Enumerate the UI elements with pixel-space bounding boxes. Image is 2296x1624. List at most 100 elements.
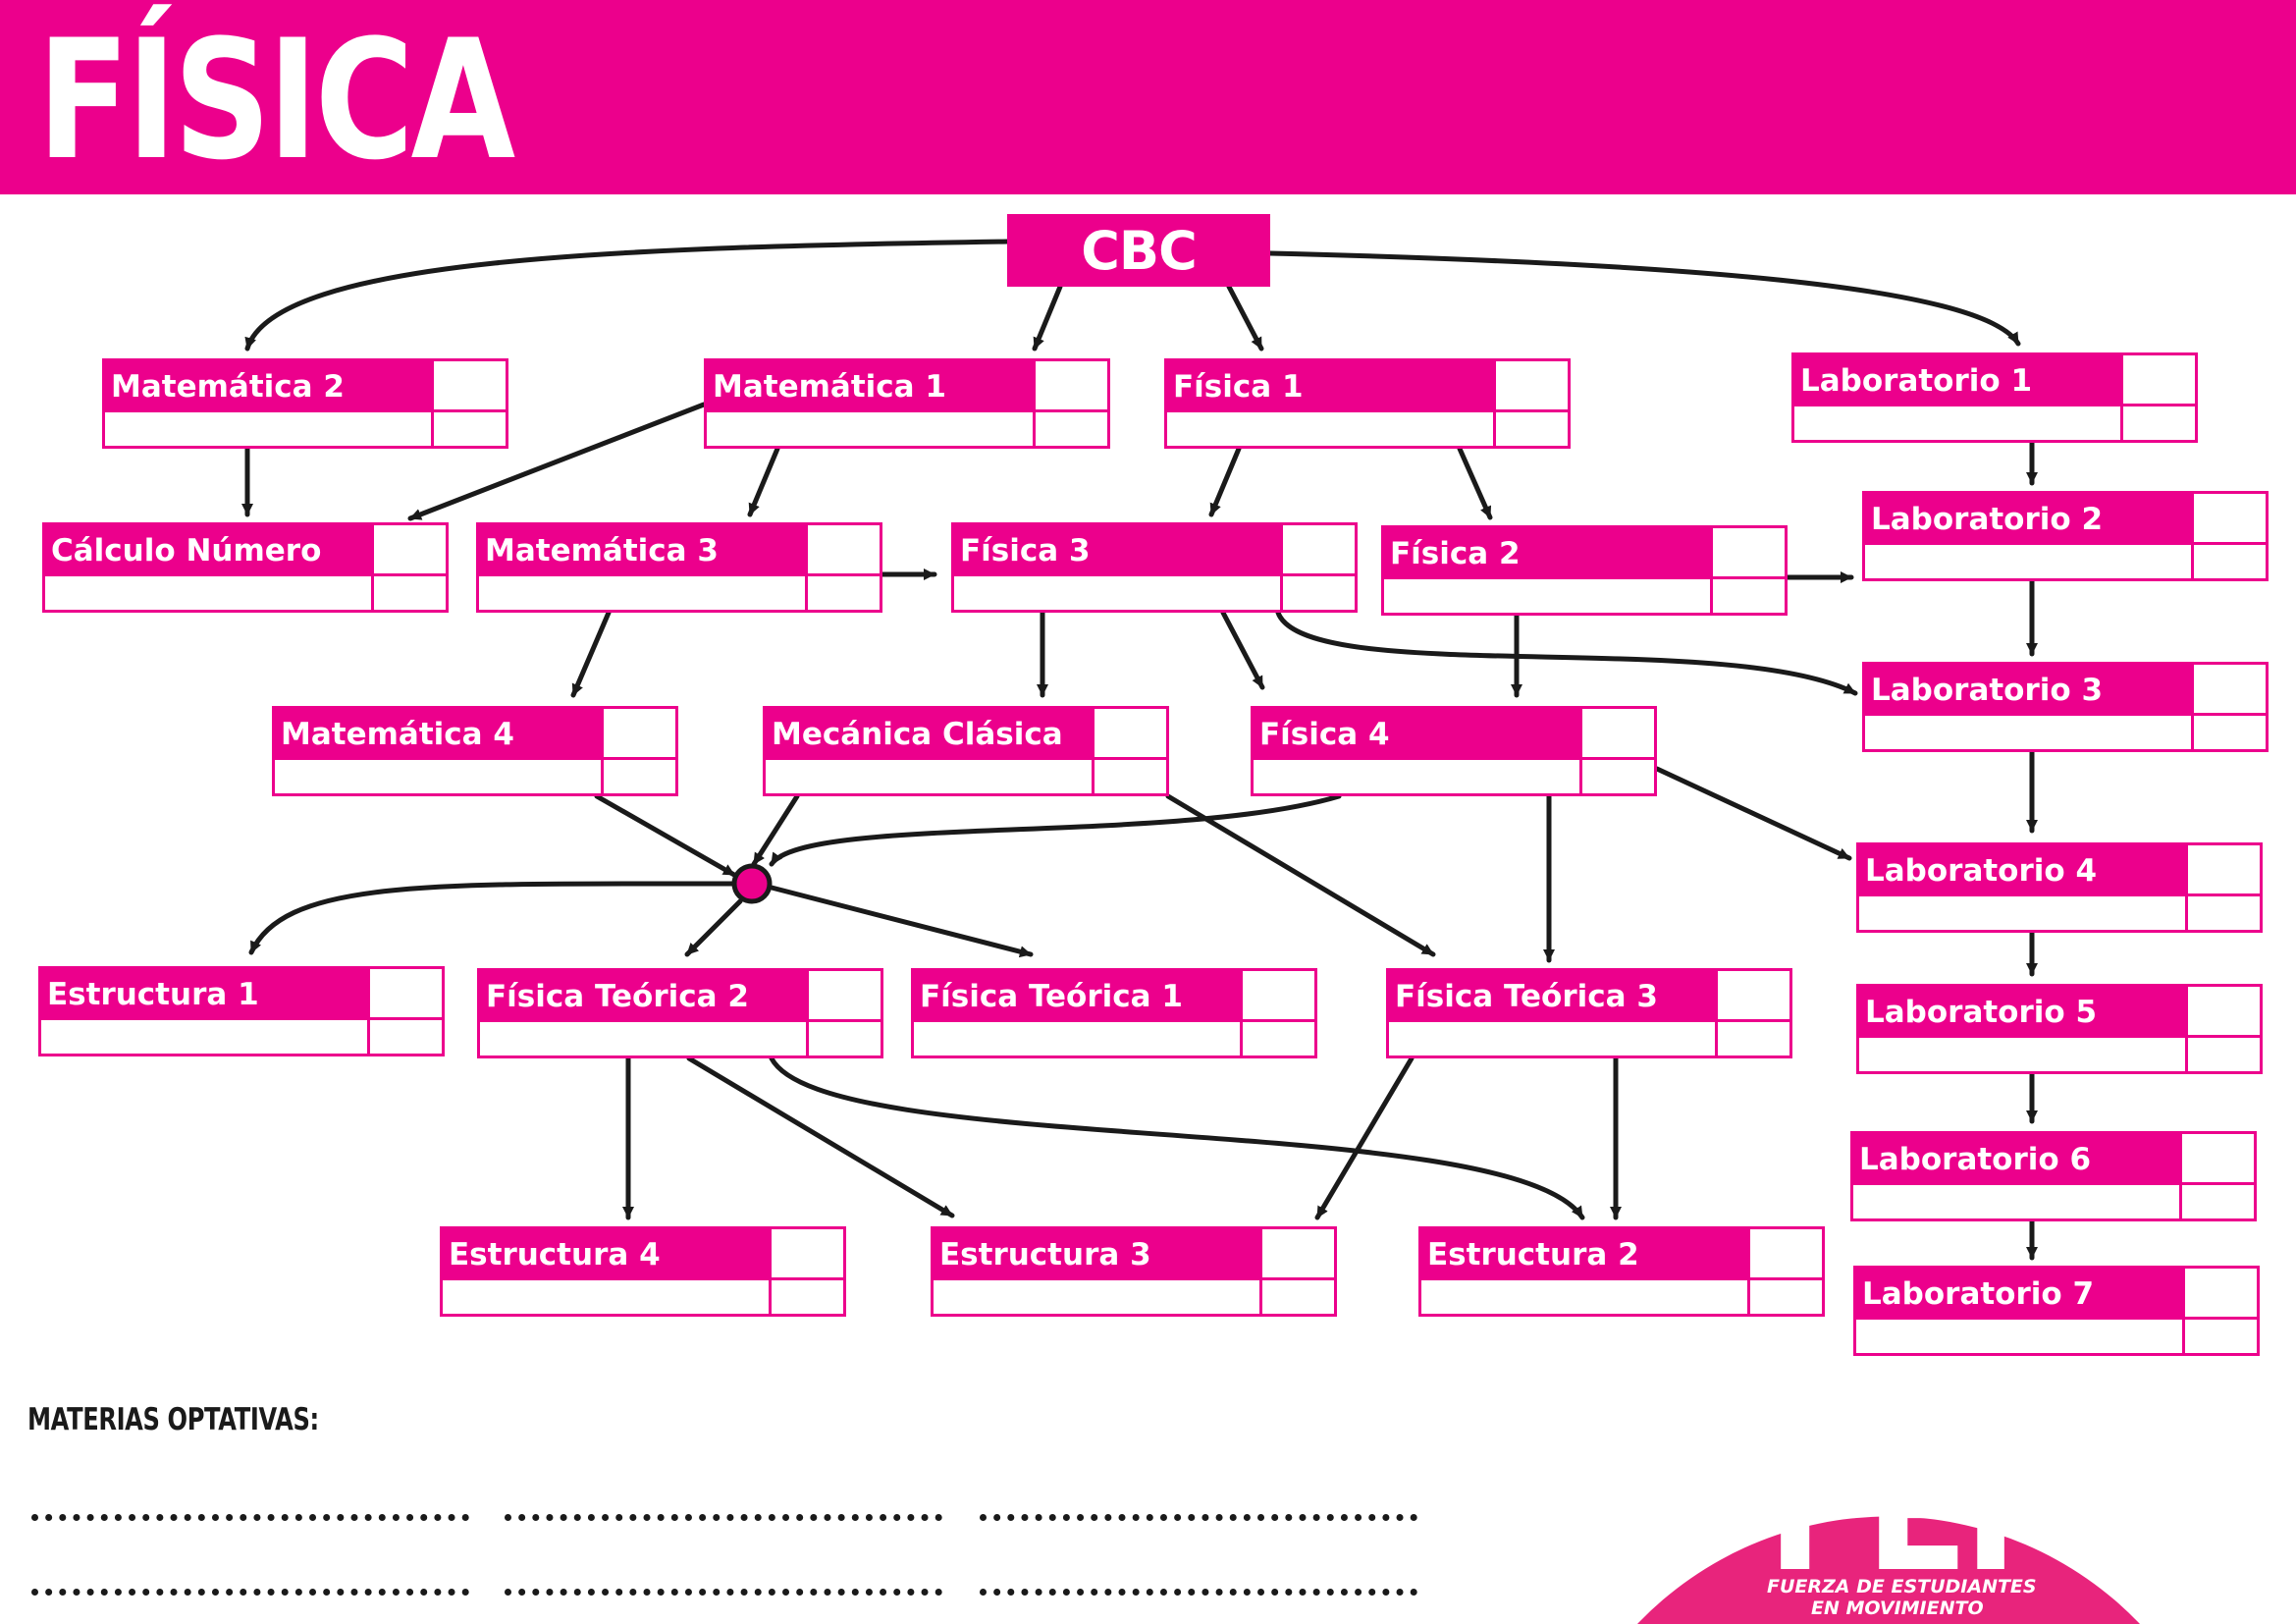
optativa-line[interactable]	[980, 1504, 1417, 1521]
note-cell[interactable]	[2182, 1320, 2257, 1353]
note-cell[interactable]	[769, 1280, 843, 1314]
grade-cell[interactable]	[805, 525, 880, 576]
grade-cell[interactable]	[1240, 971, 1314, 1022]
course-name: Cálculo Número	[45, 525, 371, 576]
page-title: FÍSICA	[37, 4, 515, 196]
course-name: Física 2	[1384, 528, 1710, 579]
note-cell[interactable]	[806, 1022, 881, 1056]
course-name: Física Teórica 2	[480, 971, 806, 1022]
grade-cell[interactable]	[2185, 845, 2260, 896]
note-cell[interactable]	[1747, 1280, 1822, 1314]
course-lab3: Laboratorio 3	[1862, 662, 2269, 752]
grade-cell[interactable]	[371, 525, 446, 576]
edge-mat1-to-mat3	[747, 446, 780, 517]
note-cell[interactable]	[371, 576, 446, 610]
course-name: Laboratorio 4	[1859, 845, 2185, 896]
course-ft2: Física Teórica 2	[477, 968, 883, 1058]
logo-line-1: FUERZA DE ESTUDIANTES	[1767, 1576, 2037, 1597]
edge-fis4-to-hub	[769, 793, 1342, 867]
course-lab7: Laboratorio 7	[1853, 1266, 2260, 1356]
grade-cell[interactable]	[2179, 1134, 2254, 1185]
note-cell[interactable]	[2179, 1185, 2254, 1218]
edge-fis3-to-fis4	[1220, 610, 1265, 690]
course-name: Estructura 2	[1421, 1229, 1747, 1280]
grade-cell[interactable]	[2191, 494, 2266, 545]
grade-cell[interactable]	[2182, 1269, 2257, 1320]
course-est3: Estructura 3	[931, 1226, 1337, 1317]
grade-cell[interactable]	[601, 709, 675, 760]
note-cell[interactable]	[1493, 412, 1568, 446]
grade-cell[interactable]	[1715, 971, 1789, 1022]
grade-cell[interactable]	[1092, 709, 1166, 760]
grade-cell[interactable]	[367, 969, 442, 1020]
edge-ft2-to-est3	[686, 1056, 955, 1218]
grade-cell[interactable]	[1280, 525, 1355, 576]
course-name: Matemática 1	[707, 361, 1033, 412]
course-name: Física Teórica 3	[1389, 971, 1715, 1022]
course-lab5: Laboratorio 5	[1856, 984, 2263, 1074]
note-cell[interactable]	[2185, 896, 2260, 930]
course-name: Matemática 2	[105, 361, 431, 412]
edge-cbc-to-mat1	[1032, 284, 1063, 352]
course-mat2: Matemática 2	[102, 358, 508, 449]
note-cell[interactable]	[1240, 1022, 1314, 1056]
optativa-line[interactable]	[505, 1504, 942, 1521]
note-cell[interactable]	[2191, 545, 2266, 578]
course-est4: Estructura 4	[440, 1226, 846, 1317]
course-name: Matemática 3	[479, 525, 805, 576]
note-cell[interactable]	[2185, 1038, 2260, 1071]
course-est2: Estructura 2	[1418, 1226, 1825, 1317]
note-cell[interactable]	[431, 412, 506, 446]
logo-circle	[1637, 1516, 2140, 1624]
note-cell[interactable]	[367, 1020, 442, 1054]
note-cell[interactable]	[1715, 1022, 1789, 1056]
optativa-line[interactable]	[980, 1579, 1417, 1596]
edge-mat3-to-mat4	[570, 610, 612, 698]
header-banner: FÍSICA	[0, 0, 2296, 194]
note-cell[interactable]	[1033, 412, 1107, 446]
grade-cell[interactable]	[1710, 528, 1785, 579]
note-cell[interactable]	[1710, 579, 1785, 613]
course-mat4: Matemática 4	[272, 706, 678, 796]
note-cell[interactable]	[1259, 1280, 1334, 1314]
grade-cell[interactable]	[806, 971, 881, 1022]
optativa-line[interactable]	[31, 1504, 469, 1521]
grade-cell[interactable]	[2185, 987, 2260, 1038]
grade-cell[interactable]	[769, 1229, 843, 1280]
course-lab2: Laboratorio 2	[1862, 491, 2269, 581]
optativa-line[interactable]	[505, 1579, 942, 1596]
grade-cell[interactable]	[1033, 361, 1107, 412]
grade-cell[interactable]	[431, 361, 506, 412]
course-name: Estructura 1	[41, 969, 367, 1020]
course-name: Estructura 4	[443, 1229, 769, 1280]
note-cell[interactable]	[2120, 406, 2195, 440]
course-calcnum: Cálculo Número	[42, 522, 449, 613]
course-name: Física Teórica 1	[914, 971, 1240, 1022]
note-cell[interactable]	[1280, 576, 1355, 610]
optativas-label: MATERIAS OPTATIVAS:	[27, 1402, 319, 1437]
course-name: Mecánica Clásica	[766, 709, 1092, 760]
logo-acronym: FEM	[1767, 1417, 2109, 1609]
edge-hub-to-ft2	[684, 898, 743, 957]
optativa-line[interactable]	[31, 1579, 469, 1596]
grade-cell[interactable]	[2120, 355, 2195, 406]
note-cell[interactable]	[805, 576, 880, 610]
note-cell[interactable]	[601, 760, 675, 793]
edge-mecclas-to-hub	[751, 793, 800, 867]
note-cell[interactable]	[1092, 760, 1166, 793]
note-cell[interactable]	[1579, 760, 1654, 793]
grade-cell[interactable]	[1259, 1229, 1334, 1280]
edge-mat1-to-calcnum	[407, 402, 707, 521]
course-name: Laboratorio 2	[1865, 494, 2191, 545]
course-name: Laboratorio 3	[1865, 665, 2191, 716]
edge-fis3-to-lab3	[1275, 610, 1858, 696]
grade-cell[interactable]	[2191, 665, 2266, 716]
grade-cell[interactable]	[1579, 709, 1654, 760]
edge-cbc-to-mat2	[244, 239, 1010, 352]
course-fis2: Física 2	[1381, 525, 1788, 616]
note-cell[interactable]	[2191, 716, 2266, 749]
grade-cell[interactable]	[1493, 361, 1568, 412]
grade-cell[interactable]	[1747, 1229, 1822, 1280]
edge-cbc-to-lab1	[1267, 250, 2021, 347]
